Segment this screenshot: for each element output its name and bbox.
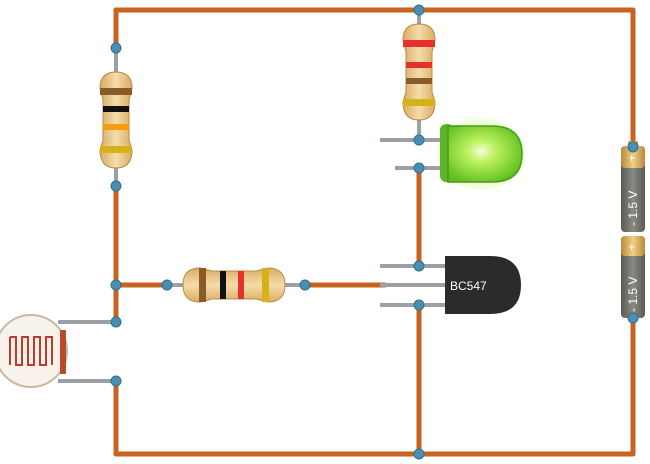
led[interactable] xyxy=(380,118,525,190)
resistor-left[interactable] xyxy=(99,48,133,186)
node[interactable] xyxy=(413,162,425,174)
resistor-base-body xyxy=(182,267,286,303)
node[interactable] xyxy=(110,180,122,192)
led-dome xyxy=(447,125,523,183)
battery-bottom-label: - 1.5 V xyxy=(626,277,640,312)
battery-bottom[interactable]: + - 1.5 V xyxy=(621,236,645,318)
resistor-left-body xyxy=(99,71,133,169)
resistor-top[interactable] xyxy=(402,10,436,140)
battery-bottom-cap xyxy=(621,236,645,256)
resistor-top-band-4 xyxy=(403,99,435,106)
transistor-label: BC547 xyxy=(450,279,487,293)
resistor-top-band-2 xyxy=(406,62,432,68)
transistor-body xyxy=(445,256,521,314)
resistor-base-band-3 xyxy=(238,271,244,299)
ldr[interactable] xyxy=(0,314,116,388)
node[interactable] xyxy=(627,141,639,153)
nodes xyxy=(110,4,639,460)
node[interactable] xyxy=(161,279,173,291)
resistor-left-band-3 xyxy=(103,124,129,130)
resistor-top-band-3 xyxy=(406,78,432,84)
ldr-track xyxy=(9,336,53,366)
resistor-top-band-1 xyxy=(403,40,435,47)
node[interactable] xyxy=(110,316,122,328)
node[interactable] xyxy=(413,448,425,460)
node[interactable] xyxy=(413,260,425,272)
transistor[interactable]: BC547 xyxy=(380,256,521,314)
battery-bottom-case xyxy=(621,236,645,318)
resistor-base-band-2 xyxy=(220,271,226,299)
node[interactable] xyxy=(299,279,311,291)
resistor-base-band-4 xyxy=(262,268,269,302)
resistor-base[interactable] xyxy=(167,267,305,303)
battery-top-cap xyxy=(621,146,645,168)
battery-top-plus: + xyxy=(628,151,635,165)
resistor-base-band-1 xyxy=(199,268,206,302)
resistor-left-band-4 xyxy=(100,146,132,153)
wires xyxy=(113,7,636,457)
battery-top-label: - 1.5 V xyxy=(626,191,640,226)
battery-top[interactable]: + - 1.5 V xyxy=(621,141,645,232)
resistor-left-band-1 xyxy=(100,88,132,95)
node[interactable] xyxy=(413,4,425,16)
node[interactable] xyxy=(627,312,639,324)
node[interactable] xyxy=(110,42,122,54)
resistor-left-band-2 xyxy=(103,106,129,112)
node[interactable] xyxy=(110,375,122,387)
ldr-edge-right xyxy=(60,330,66,374)
battery-bottom-plus: + xyxy=(628,240,635,254)
node[interactable] xyxy=(413,299,425,311)
node[interactable] xyxy=(110,279,122,291)
node[interactable] xyxy=(413,134,425,146)
